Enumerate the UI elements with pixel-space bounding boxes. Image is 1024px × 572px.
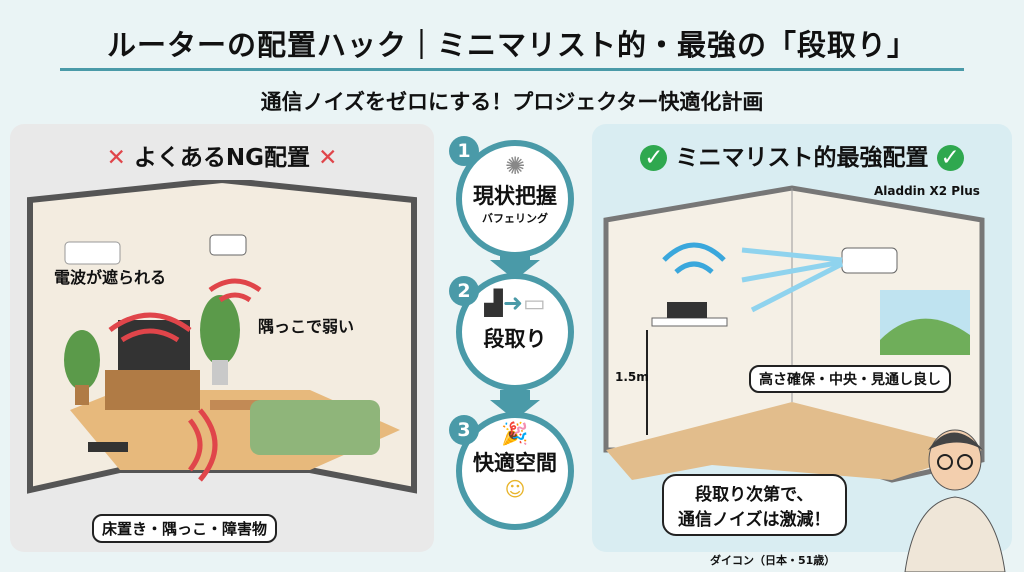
page-subtitle: 通信ノイズをゼロにする！プロジェクター快適化計画	[260, 90, 764, 114]
speech-line: 通信ノイズは激減！	[678, 510, 831, 530]
presenter-avatar	[904, 429, 1006, 572]
step-2: ▟➜▭ 段取り	[456, 273, 574, 391]
ok-heading-text: ミニマリスト的最強配置	[675, 145, 929, 171]
credit-label: ダイコン（日本・51歳）	[710, 554, 836, 567]
step-caption: バフェリング	[482, 212, 548, 225]
ng-callout: 床置き・隅っこ・障害物	[92, 514, 278, 543]
cross-icon: ✕	[106, 145, 126, 171]
step-number: 2	[449, 276, 479, 306]
ok-callout: 高さ確保・中央・見通し良し	[749, 365, 951, 393]
step-number: 1	[449, 136, 479, 166]
step-number: 3	[449, 415, 479, 445]
title-divider	[60, 68, 964, 71]
step-title: 段取り	[483, 327, 547, 351]
page-title: ルーターの配置ハック｜ミニマリスト的・最強の「段取り」	[106, 28, 917, 62]
ok-room-illustration	[603, 185, 985, 483]
blocked-label: 電波が遮られる	[54, 268, 167, 287]
step-title: 現状把握	[473, 184, 557, 208]
router-to-shelf-icon: ▟➜▭	[484, 289, 546, 317]
ng-heading-text: よくあるNG配置	[133, 145, 311, 171]
flow-arrows	[490, 250, 540, 420]
cross-icon: ✕	[318, 145, 338, 171]
ng-heading: ✕ よくあるNG配置 ✕	[10, 138, 434, 172]
smile-icon: ☺	[504, 477, 526, 501]
check-icon: ✓	[936, 145, 964, 171]
ng-room-illustration	[27, 180, 417, 494]
loading-spinner-icon: ✺	[504, 152, 526, 180]
party-popper-icon: 🎉	[501, 422, 529, 447]
corner-label: 隅っこで弱い	[258, 317, 355, 336]
height-label: 1.5m	[615, 370, 649, 384]
projector-label: Aladdin X2 Plus	[874, 184, 980, 198]
step-title: 快適空間	[473, 451, 557, 475]
ok-heading: ✓ ミニマリスト的最強配置 ✓	[592, 138, 1012, 172]
check-icon: ✓	[640, 145, 668, 171]
speech-line: 段取り次第で、	[695, 485, 814, 505]
speech-bubble: 段取り次第で、 通信ノイズは激減！	[662, 474, 847, 536]
